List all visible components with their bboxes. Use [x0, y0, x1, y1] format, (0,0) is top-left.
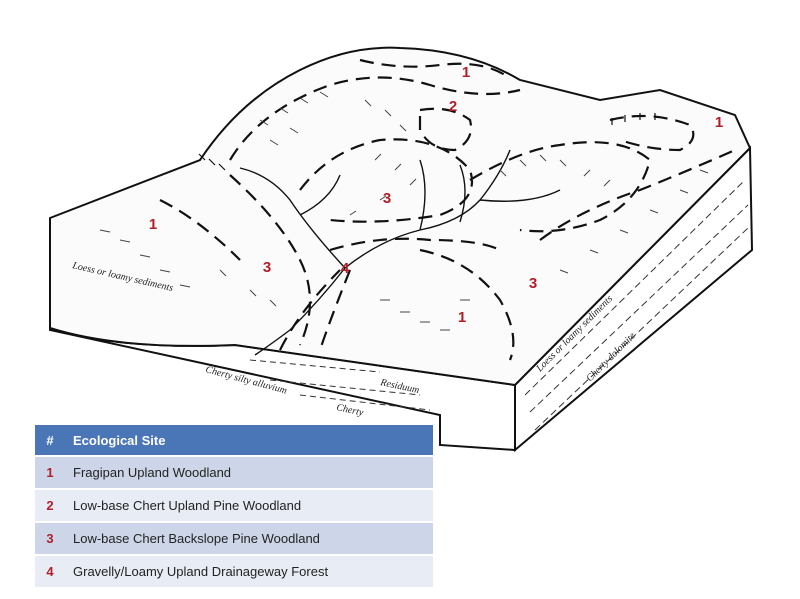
map-label-site-1-top: 1 — [462, 64, 470, 81]
legend-header-number: # — [35, 425, 65, 456]
ecological-site-legend: # Ecological Site 1 Fragipan Upland Wood… — [35, 425, 433, 587]
legend-row-number: 1 — [35, 455, 65, 489]
map-label-site-1-bottom: 1 — [458, 309, 466, 326]
legend-row: 4 Gravelly/Loamy Upland Drainageway Fore… — [35, 554, 433, 587]
legend-row-number: 4 — [35, 554, 65, 587]
map-label-site-4: 4 — [341, 260, 350, 277]
map-label-site-3-center: 3 — [383, 190, 391, 207]
legend-row: 2 Low-base Chert Upland Pine Woodland — [35, 488, 433, 522]
map-label-site-1-right: 1 — [715, 114, 723, 131]
legend-row: 3 Low-base Chert Backslope Pine Woodland — [35, 521, 433, 555]
geology-label-cherty: Cherty — [335, 402, 364, 419]
legend-row-number: 2 — [35, 488, 65, 522]
legend-row-number: 3 — [35, 521, 65, 555]
map-label-site-2: 2 — [449, 98, 457, 115]
map-label-site-3-left: 3 — [263, 259, 271, 276]
legend-row-site: Low-base Chert Backslope Pine Woodland — [65, 521, 433, 555]
legend-row: 1 Fragipan Upland Woodland — [35, 455, 433, 489]
legend-header-site: Ecological Site — [65, 425, 433, 456]
legend-header-row: # Ecological Site — [35, 425, 433, 456]
landscape-top-surface — [49, 46, 752, 387]
legend-row-site: Low-base Chert Upland Pine Woodland — [65, 488, 433, 522]
legend-row-site: Gravelly/Loamy Upland Drainageway Forest — [65, 554, 433, 587]
legend-row-site: Fragipan Upland Woodland — [65, 455, 433, 489]
map-label-site-1-left: 1 — [149, 216, 157, 233]
map-label-site-3-right: 3 — [529, 275, 537, 292]
